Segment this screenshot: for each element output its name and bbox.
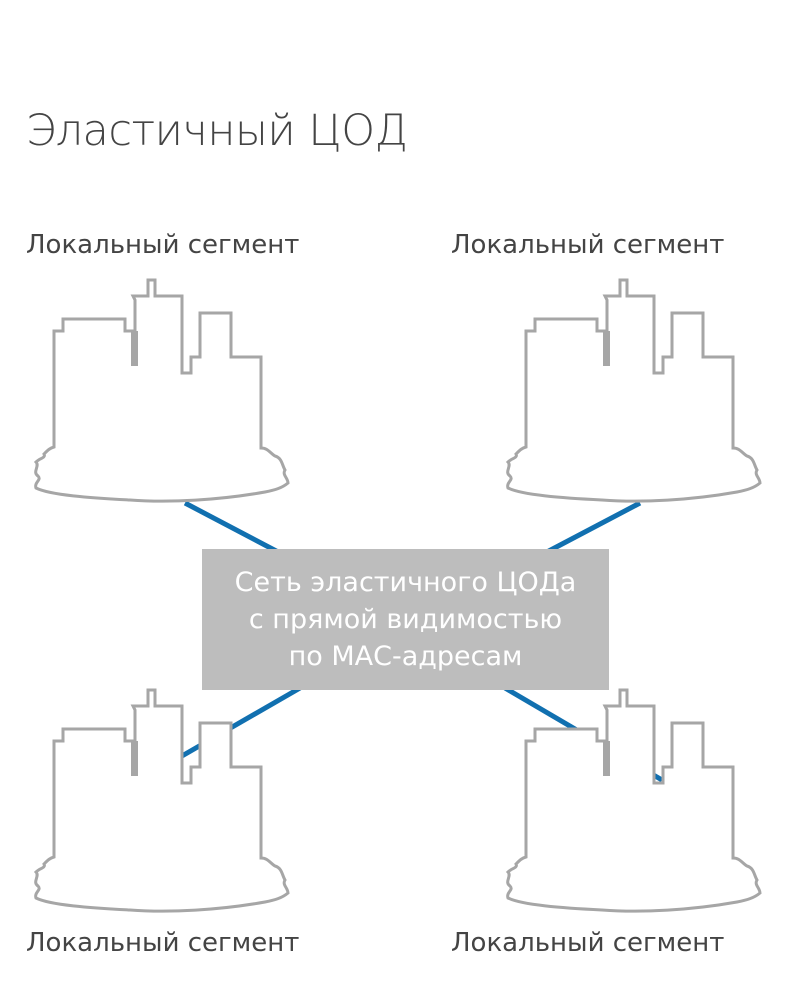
building-top-right-icon	[506, 278, 762, 503]
link-bottom-left	[173, 685, 302, 763]
segment-label-top-right: Локальный сегмент	[451, 230, 725, 260]
network-line-2: с прямой видимостью	[248, 604, 563, 635]
link-top-left	[183, 500, 282, 556]
network-line-1: Сеть эластичного ЦОДа	[234, 567, 577, 598]
segment-label-bottom-left: Локальный сегмент	[26, 928, 300, 958]
segment-label-top-left: Локальный сегмент	[26, 230, 300, 260]
link-top-right	[543, 500, 642, 556]
building-bottom-left-icon	[34, 688, 290, 913]
building-top-left-icon	[34, 278, 290, 503]
segment-label-bottom-right: Локальный сегмент	[451, 928, 725, 958]
network-box: Сеть эластичного ЦОДа с прямой видимость…	[202, 549, 609, 690]
page-title: Эластичный ЦОД	[26, 106, 408, 156]
building-bottom-right-icon	[506, 688, 762, 913]
network-line-3: по МАС-адресам	[288, 641, 523, 672]
